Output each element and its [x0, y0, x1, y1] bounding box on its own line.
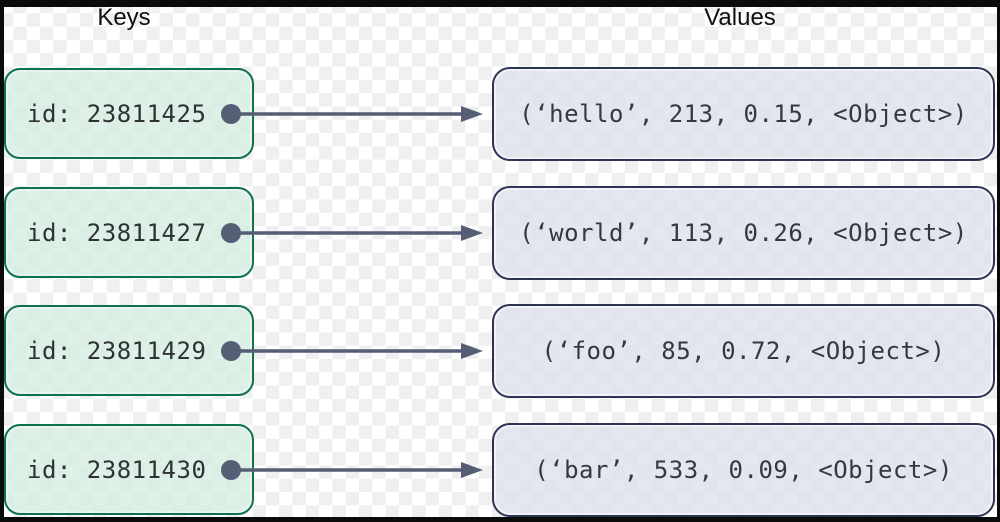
key-label: id: 23811427 — [27, 218, 207, 247]
arrow-right-icon — [221, 223, 483, 243]
value-box: (‘hello’, 213, 0.15, <Object>) — [492, 67, 995, 161]
mapping-row: id: 23811425 (‘hello’, 213, 0.15, <Objec… — [0, 67, 1000, 161]
key-box: id: 23811425 — [4, 68, 254, 159]
value-label: (‘hello’, 213, 0.15, <Object>) — [519, 100, 968, 128]
arrow-right-icon — [221, 341, 483, 361]
mapping-row: id: 23811430 (‘bar’, 533, 0.09, <Object>… — [0, 423, 1000, 517]
mapping-row: id: 23811429 (‘foo’, 85, 0.72, <Object>) — [0, 304, 1000, 398]
value-box: (‘bar’, 533, 0.09, <Object>) — [492, 423, 995, 517]
value-label: (‘foo’, 85, 0.72, <Object>) — [541, 337, 946, 365]
arrow-right-icon — [221, 104, 483, 124]
arrow-head — [461, 106, 483, 122]
mapping-row: id: 23811427 (‘world’, 113, 0.26, <Objec… — [0, 186, 1000, 280]
key-label: id: 23811430 — [27, 455, 207, 484]
key-box: id: 23811430 — [4, 424, 254, 515]
key-box: id: 23811429 — [4, 305, 254, 396]
key-box: id: 23811427 — [4, 187, 254, 278]
keys-column-header: Keys — [97, 4, 151, 31]
arrow-head — [461, 225, 483, 241]
value-label: (‘world’, 113, 0.26, <Object>) — [519, 219, 968, 247]
arrow-head — [461, 462, 483, 478]
key-label: id: 23811429 — [27, 336, 207, 365]
values-column-header: Values — [704, 4, 776, 31]
arrow-head — [461, 343, 483, 359]
value-box: (‘world’, 113, 0.26, <Object>) — [492, 186, 995, 280]
arrow-right-icon — [221, 460, 483, 480]
value-label: (‘bar’, 533, 0.09, <Object>) — [534, 456, 953, 484]
value-box: (‘foo’, 85, 0.72, <Object>) — [492, 304, 995, 398]
key-label: id: 23811425 — [27, 99, 207, 128]
